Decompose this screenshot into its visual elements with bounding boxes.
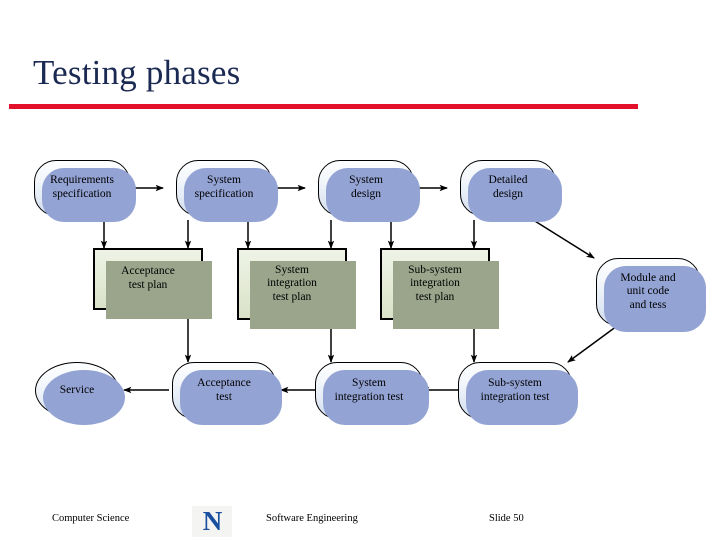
node-module-and-unit-code[interactable]: Module and unit code and tess [596,258,706,332]
node-system-design[interactable]: System design [318,160,420,222]
node-detailed-design[interactable]: Detailed design [460,160,562,222]
node-label: Module and unit code and tess [620,271,676,311]
footer-department: Computer Science [52,513,130,524]
node-sub-system-integration-test[interactable]: Sub-system integration test [458,362,578,425]
node-label: Service [59,383,95,396]
testing-phases-diagram: Requirements specification System specif… [0,140,717,440]
node-label: System integration test [334,376,404,403]
node-system-specification[interactable]: System specification [176,160,278,222]
node-acceptance-test-plan[interactable]: Acceptance test plan [93,248,212,319]
node-label: Detailed design [488,174,528,200]
node-sub-system-integration-test-plan[interactable]: Sub-system integration test plan [380,248,499,329]
node-service[interactable]: Service [35,362,125,425]
node-label: Sub-system integration test [480,376,550,403]
node-label: Acceptance test [197,376,251,403]
page-title: Testing phases [33,53,241,92]
node-label: System integration test plan [267,263,317,303]
node-label: Sub-system integration test plan [408,263,462,303]
logo-letter: N [202,506,222,536]
footer-course: Software Engineering [266,513,358,524]
node-label: Acceptance test plan [121,265,175,291]
node-requirements-specification[interactable]: Requirements specification [34,160,136,222]
node-label: System specification [194,174,254,200]
slide-footer: Computer Science N Software Engineering … [0,505,717,538]
title-underline-rule [9,104,638,109]
university-logo-icon: N [192,506,232,537]
node-label: System design [349,174,383,200]
node-system-integration-test-plan[interactable]: System integration test plan [237,248,356,329]
node-system-integration-test[interactable]: System integration test [315,362,429,425]
node-acceptance-test[interactable]: Acceptance test [172,362,282,425]
node-label: Requirements specification [50,174,114,200]
footer-slide-number: Slide 50 [489,513,524,524]
